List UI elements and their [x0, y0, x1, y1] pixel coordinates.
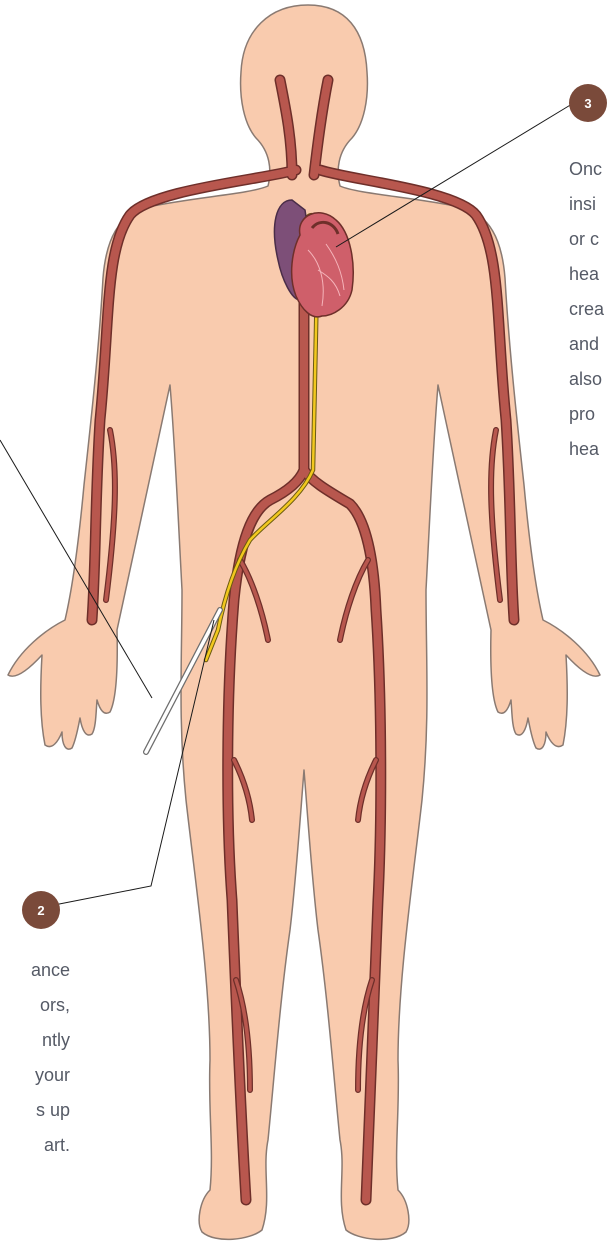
callout-3-line: or c [569, 222, 609, 257]
callout-3-line: and [569, 327, 609, 362]
callout-2-line: art. [0, 1128, 70, 1163]
callout-3-line: insi [569, 187, 609, 222]
callout-2-line: ntly [0, 1023, 70, 1058]
step-number-2: 2 [37, 903, 44, 918]
callout-3-line: hea [569, 257, 609, 292]
callout-2-text: ance ors, ntly your s up art. [0, 953, 70, 1163]
callout-2-line: s up [0, 1093, 70, 1128]
callout-3-line: Onc [569, 152, 609, 187]
step-badge-2: 2 [22, 891, 60, 929]
callout-3-line: hea [569, 432, 609, 467]
callout-2-line: ance [0, 953, 70, 988]
callout-3-line: pro [569, 397, 609, 432]
callout-2-line: ors, [0, 988, 70, 1023]
callout-3-line: crea [569, 292, 609, 327]
callout-3-text: Onc insi or c hea crea and also pro hea [569, 152, 609, 467]
step-badge-3: 3 [569, 84, 607, 122]
step-number-3: 3 [584, 96, 591, 111]
callout-2-line: your [0, 1058, 70, 1093]
callout-3-line: also [569, 362, 609, 397]
